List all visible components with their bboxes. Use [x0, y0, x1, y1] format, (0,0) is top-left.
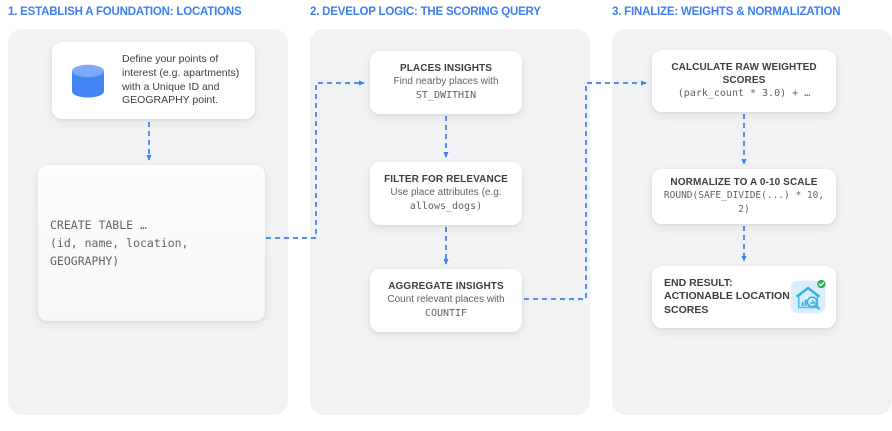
- filter-relevance-subtitle: Use place attributes (e.g.: [390, 187, 502, 199]
- end-result-text: END RESULT: ACTIONABLE LOCATION SCORES: [664, 276, 790, 316]
- places-insights-code: ST_DWITHIN: [415, 89, 477, 101]
- card-create-table-sql[interactable]: CREATE TABLE … (id, name, location, GEOG…: [38, 165, 265, 321]
- card-places-insights[interactable]: PLACES INSIGHTS Find nearby places with …: [370, 51, 522, 114]
- normalize-code: ROUND(SAFE_DIVIDE(...) * 10, 2): [663, 190, 825, 215]
- column-3-header: 3. FINALIZE: WEIGHTS & NORMALIZATION: [612, 6, 841, 18]
- card-end-result[interactable]: END RESULT: ACTIONABLE LOCATION SCORES: [652, 266, 836, 328]
- aggregate-insights-code: COUNTIF: [424, 307, 468, 319]
- create-table-code: CREATE TABLE … (id, name, location, GEOG…: [50, 218, 189, 268]
- card-define-points-of-interest[interactable]: Define your points of interest (e.g. apa…: [52, 42, 255, 119]
- house-analytics-search-icon: [790, 278, 828, 316]
- define-description: Define your points of interest (e.g. apa…: [122, 53, 240, 107]
- places-insights-subtitle: Find nearby places with: [393, 76, 499, 88]
- aggregate-insights-title: AGGREGATE INSIGHTS: [388, 281, 504, 293]
- database-cylinder-icon: [66, 59, 110, 103]
- normalize-title: NORMALIZE TO A 0-10 SCALE: [670, 177, 818, 188]
- card-calculate-raw-weighted-scores[interactable]: CALCULATE RAW WEIGHTED SCORES (park_coun…: [652, 50, 836, 112]
- filter-relevance-code: allows_dogs): [409, 200, 483, 212]
- aggregate-insights-subtitle: Count relevant places with: [387, 294, 505, 306]
- calculate-scores-title: CALCULATE RAW WEIGHTED SCORES: [671, 62, 817, 86]
- card-normalize-scale[interactable]: NORMALIZE TO A 0-10 SCALE ROUND(SAFE_DIV…: [652, 169, 836, 224]
- card-filter-for-relevance[interactable]: FILTER FOR RELEVANCE Use place attribute…: [370, 162, 522, 225]
- calculate-scores-code: (park_count * 3.0) + …: [677, 88, 811, 99]
- column-1-header: 1. ESTABLISH A FOUNDATION: LOCATIONS: [8, 6, 242, 18]
- filter-relevance-title: FILTER FOR RELEVANCE: [384, 174, 508, 186]
- card-aggregate-insights[interactable]: AGGREGATE INSIGHTS Count relevant places…: [370, 269, 522, 332]
- places-insights-title: PLACES INSIGHTS: [399, 63, 493, 75]
- column-2-header: 2. DEVELOP LOGIC: THE SCORING QUERY: [310, 6, 541, 18]
